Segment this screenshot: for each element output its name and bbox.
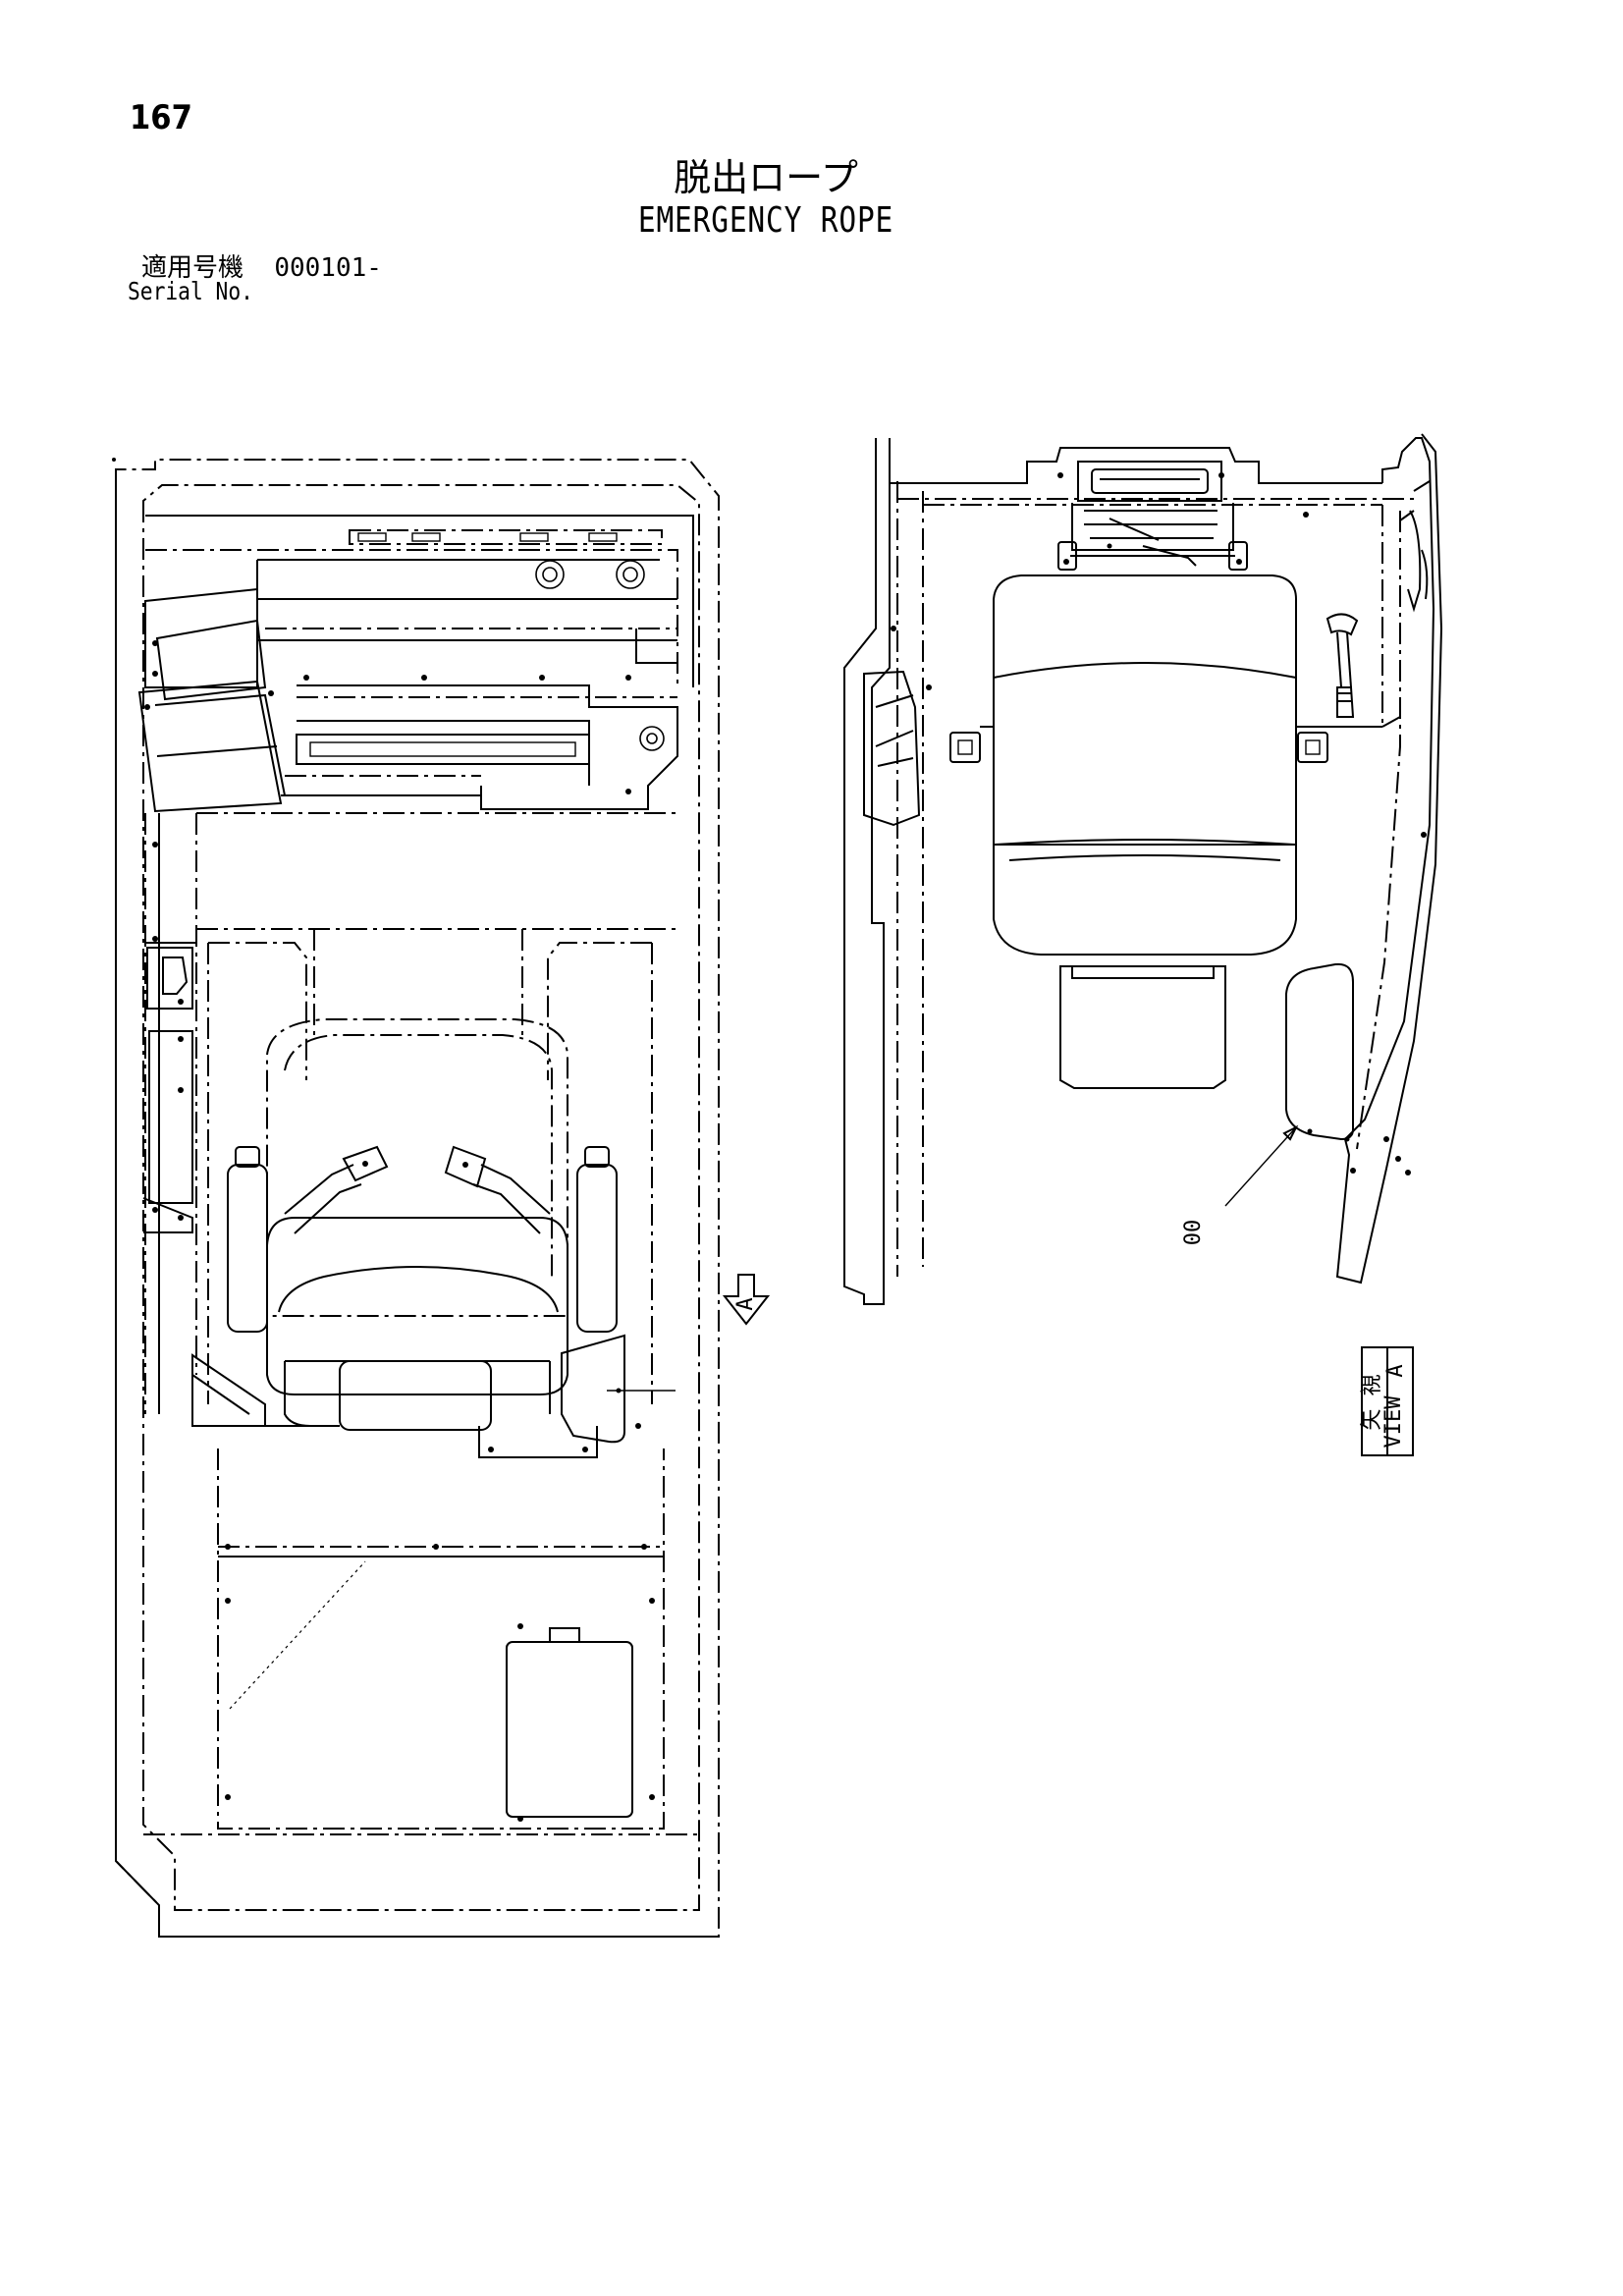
page-number: 167: [130, 98, 192, 137]
cab-top-view: [112, 458, 720, 1938]
view-label-japanese: 矢 視: [1360, 1374, 1384, 1430]
seat-base: [1059, 965, 1226, 1089]
serial-label-japanese: 適用号機: [141, 253, 244, 283]
emergency-rope-pouch-view-a: [1285, 962, 1354, 1142]
band-dots: [303, 675, 631, 794]
view-label-english: VIEW: [1381, 1395, 1406, 1449]
view-a-seat-rear: 00: [843, 433, 1443, 1305]
view-a-arrow: A: [722, 1274, 771, 1326]
serial-line-japanese: 適用号機 000101-: [141, 247, 382, 284]
view-arrow-letter: A: [733, 1297, 758, 1310]
title-japanese: 脱出ロープ: [674, 156, 858, 199]
callout-number: 00: [1181, 1220, 1206, 1246]
emergency-rope-pouch-top: [561, 1334, 676, 1444]
title-english: EMERGENCY ROPE: [637, 200, 894, 241]
seat-adjust-lever: [1325, 613, 1359, 718]
view-label-letter: A: [1383, 1364, 1408, 1377]
view-a-label-box: 矢 視 VIEW A: [1360, 1346, 1414, 1456]
console-dots: [144, 640, 274, 710]
left-strip-dots: [152, 842, 184, 1221]
right-pillar-dots: [1303, 512, 1427, 1175]
serial-label-english: Serial No.: [128, 277, 253, 305]
top-slot-row: [357, 532, 618, 542]
floor-plate-dots: [225, 1544, 655, 1822]
seat-backrest: [993, 574, 1297, 956]
operator-seat-top: [227, 1018, 618, 1431]
serial-value: 000101-: [274, 253, 382, 283]
